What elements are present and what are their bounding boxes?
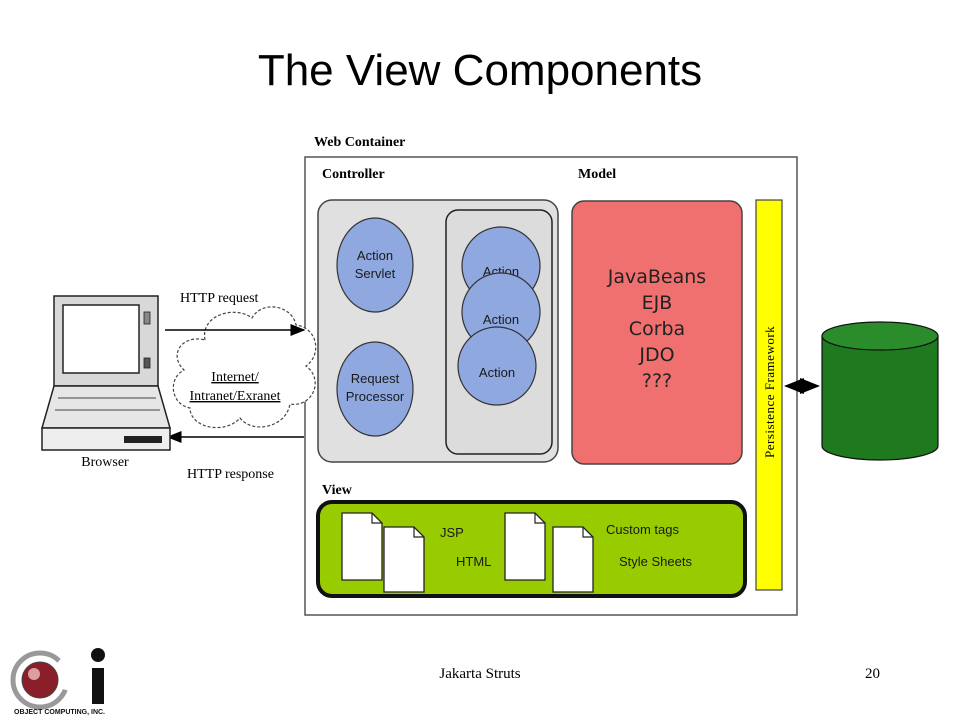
database-icon <box>821 321 939 461</box>
controller-label: Controller <box>322 167 385 182</box>
model-item-jdo: JDO <box>638 344 674 366</box>
slide-title: The View Components <box>257 46 703 95</box>
view-item-style-sheets: Style Sheets <box>619 554 692 569</box>
action-servlet-node <box>336 217 414 313</box>
web-container-label: Web Container <box>314 135 405 150</box>
style-sheets-document-icon <box>552 526 594 593</box>
network-label-2: Intranet/Exranet <box>190 389 281 404</box>
view-item-html: HTML <box>456 554 491 569</box>
view-item-jsp: JSP <box>440 525 464 540</box>
action-servlet-label-1: Action <box>357 248 393 263</box>
action-node-3 <box>457 326 537 406</box>
model-box <box>571 200 743 465</box>
persistence-framework-label: Persistence Framework <box>762 326 777 458</box>
model-item-corba: Corba <box>629 318 685 340</box>
model-item-unknown: ??? <box>642 370 672 392</box>
request-processor-label-1: Request <box>351 371 400 386</box>
svg-text:OBJECT COMPUTING, INC.: OBJECT COMPUTING, INC. <box>14 709 105 716</box>
request-processor-label-2: Processor <box>346 389 405 404</box>
request-processor-node <box>336 341 414 437</box>
jsp-document-icon <box>341 512 383 581</box>
model-item-javabeans: JavaBeans <box>607 266 706 288</box>
custom-tags-document-icon <box>504 512 546 581</box>
action-node-2-label: Action <box>483 312 519 327</box>
persistence-framework-bar <box>755 199 783 591</box>
browser-laptop-icon <box>41 295 171 451</box>
model-item-ejb: EJB <box>642 292 673 314</box>
view-label: View <box>322 483 353 498</box>
action-servlet-label-2: Servlet <box>355 266 396 281</box>
model-label: Model <box>578 167 616 182</box>
http-response-label: HTTP response <box>187 467 274 482</box>
browser-label: Browser <box>81 455 129 470</box>
http-request-label: HTTP request <box>180 291 259 306</box>
action-node-3-label: Action <box>479 365 515 380</box>
network-label-1: Internet/ <box>211 370 259 385</box>
view-item-custom-tags: Custom tags <box>606 522 679 537</box>
page-number: 20 <box>865 666 880 682</box>
html-document-icon <box>383 526 425 593</box>
footer-title: Jakarta Struts <box>439 666 521 682</box>
company-logo: OBJECT COMPUTING, INC. <box>10 648 105 716</box>
network-cloud-icon <box>172 306 317 429</box>
